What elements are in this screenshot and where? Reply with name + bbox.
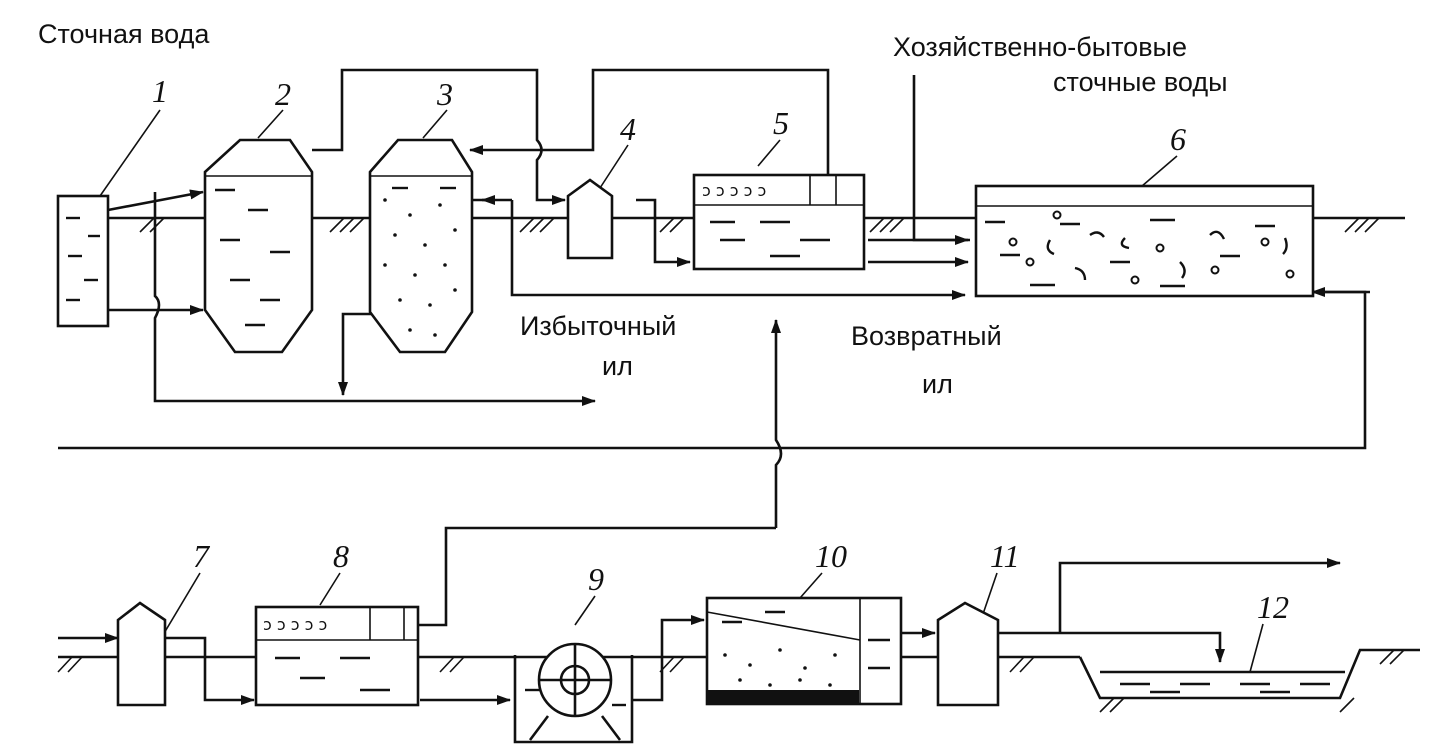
top-piping bbox=[58, 68, 1370, 528]
bottom-piping bbox=[58, 526, 1341, 705]
wastewater-label: Сточная вода bbox=[38, 19, 210, 49]
unit-2-tank bbox=[203, 138, 314, 354]
unit-5-settler: ɔ ɔ ɔ ɔ ɔ bbox=[692, 173, 866, 271]
number-4: 4 bbox=[620, 111, 636, 147]
domestic-wastewater-label-2: сточные воды bbox=[1053, 67, 1228, 97]
unit-3-filter bbox=[368, 138, 474, 354]
return-sludge-label-2: ил bbox=[922, 369, 953, 399]
number-leaders bbox=[99, 109, 1264, 673]
excess-sludge-label-2: ил bbox=[602, 351, 633, 381]
number-12: 12 bbox=[1257, 589, 1289, 625]
svg-text:ɔ ɔ ɔ ɔ ɔ: ɔ ɔ ɔ ɔ ɔ bbox=[702, 181, 766, 200]
unit-12-reservoir bbox=[1100, 670, 1345, 694]
number-5: 5 bbox=[773, 105, 789, 141]
number-7: 7 bbox=[193, 538, 211, 574]
number-6: 6 bbox=[1170, 121, 1186, 157]
return-sludge-label-1: Возвратный bbox=[851, 321, 1002, 351]
unit-10-sand-filter bbox=[705, 596, 903, 706]
number-8: 8 bbox=[333, 538, 349, 574]
number-9: 9 bbox=[588, 561, 604, 597]
number-10: 10 bbox=[815, 538, 847, 574]
unit-7-pump bbox=[116, 601, 167, 707]
unit-4-pump bbox=[566, 178, 614, 260]
unit-1-screen bbox=[56, 194, 110, 328]
svg-text:ɔ ɔ ɔ ɔ ɔ: ɔ ɔ ɔ ɔ ɔ bbox=[263, 615, 327, 634]
unit-6-aerotank bbox=[974, 184, 1315, 298]
number-2: 2 bbox=[275, 76, 291, 112]
number-11: 11 bbox=[990, 538, 1020, 574]
unit-11-pump bbox=[936, 601, 1000, 707]
domestic-wastewater-label-1: Хозяйственно-бытовые bbox=[893, 32, 1187, 62]
unit-8-settler: ɔ ɔ ɔ ɔ ɔ bbox=[254, 605, 420, 707]
excess-sludge-label-1: Избыточный bbox=[520, 311, 676, 341]
number-3: 3 bbox=[436, 76, 453, 112]
unit-9-drum-filter bbox=[513, 642, 634, 744]
number-1: 1 bbox=[152, 73, 168, 109]
